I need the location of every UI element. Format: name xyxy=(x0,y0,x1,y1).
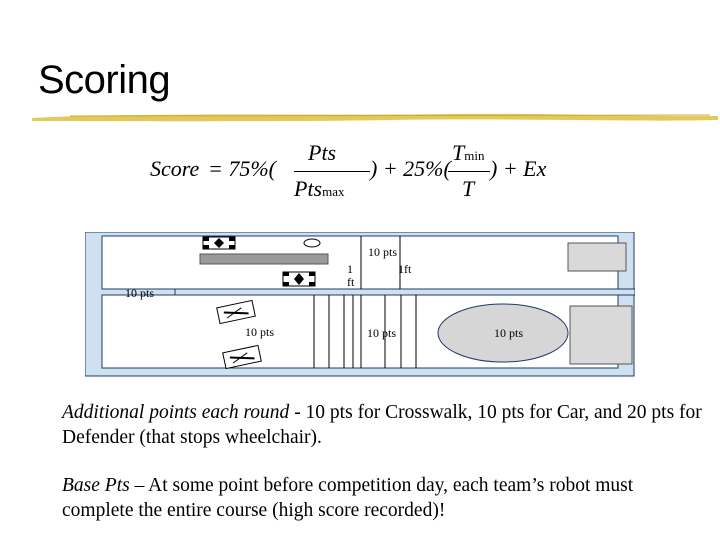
score-formula: Score = 75%( Pts Ptsmax ) + 25%( Tmin T … xyxy=(148,138,568,206)
label-oval: 10 pts xyxy=(494,326,524,340)
formula-t-min: Tmin xyxy=(452,140,485,165)
base-points-text: – At some point before competition day, … xyxy=(62,475,634,521)
course-diagram: 10 pts 1 ft 1ft 10 pts 10 pts 10 pts 10 … xyxy=(84,231,636,377)
stippled-box-top xyxy=(567,242,627,272)
marker-oval xyxy=(303,238,321,248)
additional-points-lead: Additional points each round xyxy=(62,402,290,423)
formula-pts-max: Ptsmax xyxy=(294,176,345,201)
formula-fraction-line-2 xyxy=(448,171,490,172)
stippled-box-bottom xyxy=(569,305,633,365)
label-one-ft-left-b: ft xyxy=(347,275,355,289)
label-crosswalk: 10 pts xyxy=(367,326,397,340)
base-points-paragraph: Base Pts – At some point before competit… xyxy=(62,473,702,523)
additional-points-paragraph: Additional points each round - 10 pts fo… xyxy=(62,400,702,450)
label-one-ft-right: 1ft xyxy=(398,262,412,276)
robot-icon-tilted-upper xyxy=(216,299,256,325)
robot-icon-top xyxy=(202,236,236,250)
label-one-ft-left-a: 1 xyxy=(347,262,353,276)
label-left-entry: 10 pts xyxy=(125,286,155,300)
crosswalk-lines xyxy=(313,295,417,368)
hatched-obstacle xyxy=(199,253,329,265)
course-top-lane xyxy=(101,235,619,290)
formula-fraction-line-1 xyxy=(294,171,370,172)
formula-close-ex: ) + Ex xyxy=(490,156,547,181)
base-points-lead: Base Pts xyxy=(62,475,130,496)
formula-close-plus: ) + 25%( xyxy=(370,156,451,181)
formula-score: Score xyxy=(150,156,200,181)
title-underline xyxy=(32,113,718,122)
slide-title: Scoring xyxy=(38,58,171,102)
robot-icon-middle xyxy=(282,271,316,287)
formula-equals: = 75%( xyxy=(208,156,276,181)
additional-points-text: - 10 pts for Crosswalk, 10 pts for Car, … xyxy=(62,402,702,448)
formula-pts: Pts xyxy=(308,140,337,165)
label-top-center: 10 pts xyxy=(368,245,398,259)
large-oval-zone xyxy=(437,303,569,363)
course-divider-wall xyxy=(174,288,636,296)
formula-t: T xyxy=(462,176,475,201)
robot-icon-tilted-lower xyxy=(222,344,262,370)
label-lower-left: 10 pts xyxy=(245,325,275,339)
course-map xyxy=(84,231,636,377)
